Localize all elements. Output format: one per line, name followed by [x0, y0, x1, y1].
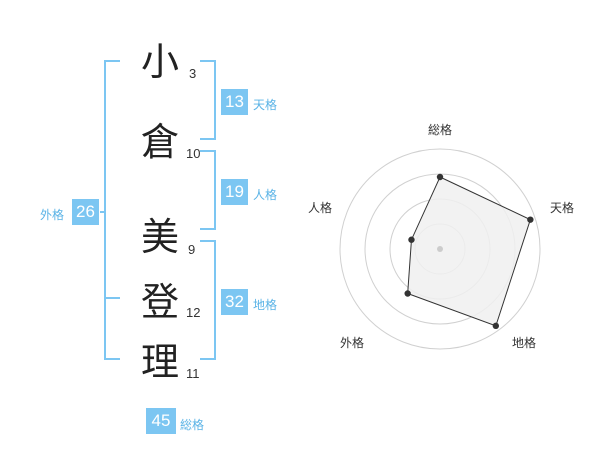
name-char-1: 小	[140, 40, 179, 84]
radar-center	[437, 246, 443, 252]
axis-label-soukaku: 総格	[428, 122, 452, 137]
gaikaku-bracket	[104, 60, 120, 360]
tenkaku-badge: 13	[221, 89, 248, 115]
axis-label-jinkaku: 人格	[308, 200, 332, 215]
chikaku-badge: 32	[221, 289, 248, 315]
radar-area	[407, 176, 531, 327]
radar-chart: 総格 天格 地格 外格 人格	[308, 122, 574, 350]
stroke-count-5: 11	[186, 366, 200, 381]
name-char-2: 倉	[140, 120, 179, 164]
name-char-4: 登	[140, 280, 179, 324]
stroke-count-3: 9	[188, 242, 196, 257]
name-char-5: 理	[140, 340, 179, 384]
chikaku-label: 地格	[253, 298, 278, 312]
soukaku-label: 総格	[180, 418, 205, 432]
gaikaku-label: 外格	[40, 208, 65, 222]
radar-point-2	[492, 322, 500, 330]
stroke-count-4: 12	[186, 305, 201, 320]
tenkaku-label: 天格	[253, 98, 278, 112]
name-char-3: 美	[140, 215, 179, 259]
jinkaku-bracket	[200, 150, 216, 230]
radar-point-1	[527, 216, 534, 223]
chikaku-bracket	[200, 240, 216, 360]
stroke-count-2: 10	[186, 146, 201, 161]
axis-label-gaikaku: 外格	[340, 335, 364, 350]
bracket-divider	[104, 297, 120, 299]
jinkaku-label: 人格	[253, 188, 278, 202]
radar-points	[404, 173, 534, 330]
stroke-count-1: 3	[189, 66, 197, 81]
tenkaku-bracket	[200, 60, 216, 140]
gaikaku-connector	[100, 211, 106, 213]
radar-point-4	[408, 236, 415, 243]
gaikaku-badge: 26	[72, 199, 99, 225]
soukaku-badge: 45	[146, 408, 176, 434]
radar-point-0	[436, 173, 444, 181]
radar-ring-4	[339, 148, 541, 350]
axis-label-tenkaku: 天格	[550, 200, 574, 215]
radar-point-3	[404, 290, 411, 297]
jinkaku-badge: 19	[221, 179, 248, 205]
axis-label-chikaku: 地格	[512, 335, 536, 350]
